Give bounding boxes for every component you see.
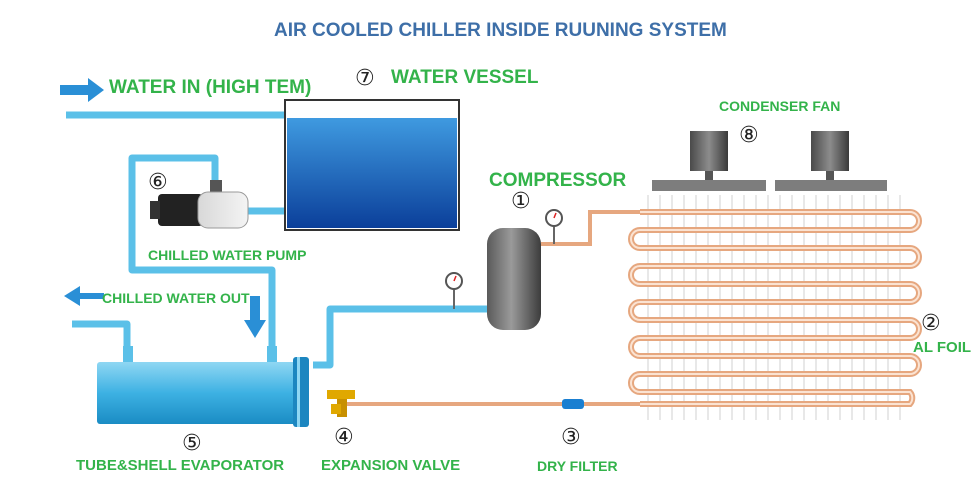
condenser-fans [652,131,887,191]
arrow-down-icon [244,296,266,338]
discharge-line [541,210,640,246]
water-vessel [284,99,460,231]
evaporator-flange [293,357,309,427]
evaporator-shell [97,362,297,424]
label-chilled-water-pump: CHILLED WATER PUMP [148,247,307,263]
label-compressor: COMPRESSOR [489,170,627,191]
number-3: ③ [561,425,581,450]
pump-body [197,191,249,229]
arrow-right-icon [60,78,104,102]
label-water-in: WATER IN (HIGH TEM) [109,77,312,98]
pump-motor [158,194,203,226]
number-4: ④ [334,425,354,450]
chilled-water-pump [150,180,249,229]
refrigerant-piping [340,210,640,406]
label-expansion-valve: EXPANSION VALVE [321,457,461,474]
fan-base-left [652,180,766,191]
water-piping [66,111,490,369]
number-8: ⑧ [739,123,759,148]
tube-shell-evaporator [97,346,309,427]
condenser-coil [628,195,922,420]
arrow-left-icon [64,286,104,306]
number-2: ② [921,311,941,336]
compressor-body [487,228,541,330]
number-7: ⑦ [355,66,375,91]
compressor [487,228,541,330]
label-water-vessel: WATER VESSEL [391,67,539,88]
diagram-title: AIR COOLED CHILLER INSIDE RUUNING SYSTEM [274,20,727,41]
label-al-foil: AL FOIL [913,339,972,356]
label-condenser-fan: CONDENSER FAN [719,98,841,114]
label-chilled-water-out: CHILLED WATER OUT [102,290,250,306]
vessel-water [287,118,457,228]
number-5: ⑤ [182,431,202,456]
fan-motor-left [690,131,728,171]
number-1: ① [511,189,531,214]
suction-line-pipe [313,305,490,369]
expansion-valve [327,390,355,417]
pressure-gauge-icon [545,209,563,244]
label-evaporator: TUBE&SHELL EVAPORATOR [76,457,285,474]
dry-filter [562,399,584,409]
pump-to-evaporator-pipe [128,154,276,356]
number-6: ⑥ [148,170,168,195]
label-dry-filter: DRY FILTER [537,458,618,474]
chilled-water-out-pipe [72,320,131,356]
fan-motor-right [811,131,849,171]
pressure-gauge-icon [445,272,463,309]
fan-base-right [775,180,887,191]
